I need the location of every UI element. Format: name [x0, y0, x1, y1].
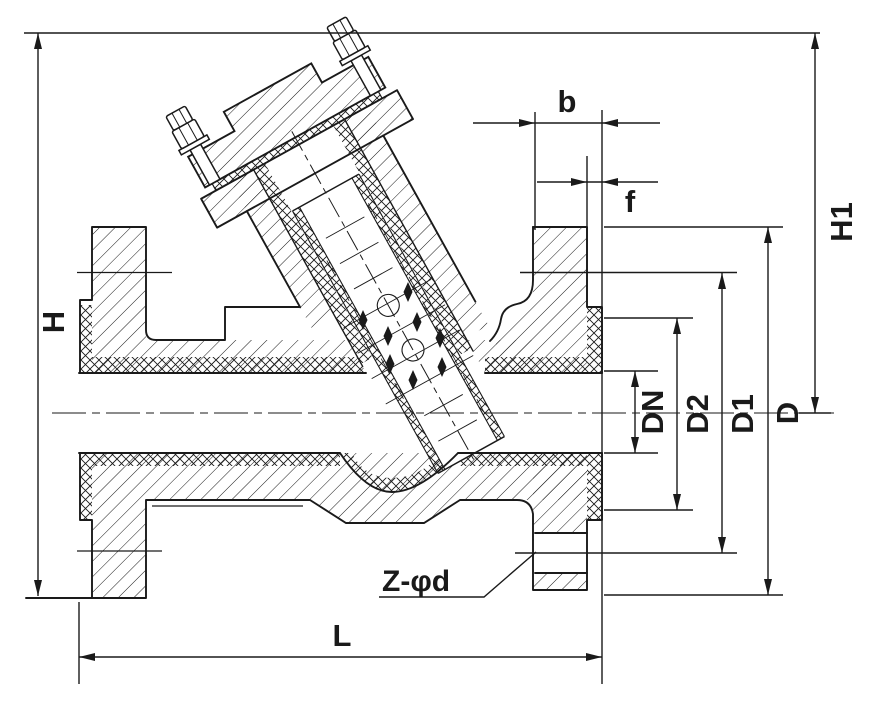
arrow-D1-top — [718, 273, 726, 289]
arrow-D-top — [764, 227, 772, 243]
arrow-b-right — [602, 119, 618, 127]
lining-bottom-left — [92, 453, 340, 466]
label-bolt-holes: Z-φd — [382, 565, 450, 598]
nut-facets — [332, 19, 349, 39]
label-D2: D2 — [680, 394, 715, 434]
arrow-H1-top — [811, 33, 819, 49]
branch-bore-walls — [252, 118, 474, 368]
sump-boss — [310, 500, 460, 523]
lining-right-face-lower — [587, 453, 602, 519]
arrow-H1-bottom — [811, 397, 819, 413]
arrow-DN-top — [631, 371, 639, 387]
right-hub-fillet — [496, 292, 533, 373]
branch-lining-right — [333, 119, 472, 355]
arrow-DN-bottom — [631, 437, 639, 453]
label-D: D — [770, 402, 805, 424]
label-b: b — [558, 84, 577, 119]
bore-lining — [80, 305, 602, 519]
arrow-b-left — [519, 119, 535, 127]
nut-facets — [178, 122, 198, 146]
arrow-H-bottom — [34, 580, 42, 596]
nut-facets — [339, 33, 359, 57]
dimension-labels: H H1 b f DN D2 D1 D L Z-φd — [36, 84, 859, 653]
screen-axis-marker — [401, 338, 425, 362]
lining-left-face-lower — [80, 453, 92, 519]
label-H: H — [36, 311, 71, 333]
arrow-L-left — [79, 653, 95, 661]
nut-facets — [171, 108, 188, 128]
lining-left-face-upper — [80, 305, 92, 373]
arrow-D1-bottom — [718, 537, 726, 553]
arrow-H-top — [34, 33, 42, 49]
left-flange-upper-outline — [79, 226, 300, 374]
branch-outlines — [165, 16, 477, 368]
lining-bottom-right — [458, 453, 587, 466]
lining-top-right — [485, 357, 587, 373]
strainer-screen — [291, 131, 505, 475]
left-flange-upper — [92, 227, 146, 373]
screen-frame-left — [292, 207, 445, 474]
label-f: f — [625, 184, 636, 219]
bolt-locknut — [165, 105, 193, 131]
lining-top-left — [92, 357, 366, 373]
right-hub-valley — [489, 226, 534, 342]
arrow-D2-bottom — [673, 494, 681, 510]
cover-bolt-lower — [165, 105, 221, 186]
arrow-D2-top — [673, 318, 681, 334]
bolt-locknut — [326, 16, 354, 42]
lining-right-face-upper — [587, 307, 602, 373]
label-H1: H1 — [824, 202, 859, 242]
detail-lines — [77, 271, 303, 552]
arrow-f-right — [602, 178, 618, 186]
branch-axis-centerline — [291, 131, 476, 463]
arrow-D-bottom — [764, 579, 772, 595]
arrow-L-right — [586, 653, 602, 661]
label-L: L — [333, 618, 352, 653]
screen-frame-edges — [292, 173, 505, 474]
bore-bottom-edge — [78, 452, 603, 493]
bolt-hole-edges — [534, 532, 588, 574]
screen-perforations — [358, 282, 447, 390]
branch-wall-left — [230, 169, 337, 331]
cover-bolt-upper — [326, 16, 382, 97]
left-flange-lower — [92, 453, 146, 598]
label-DN: DN — [635, 390, 670, 435]
dimension-arrows — [34, 33, 819, 661]
screen-axis-marker — [376, 293, 400, 317]
arrow-f-left — [571, 178, 587, 186]
bonnet-cover-plate — [188, 56, 386, 188]
label-D1: D1 — [725, 394, 760, 434]
bottom-outline — [25, 452, 603, 599]
right-flange-upper — [533, 227, 587, 373]
branch-outer-walls — [245, 134, 477, 309]
lining-sump-pocket — [340, 453, 458, 492]
branch-wall-right — [344, 106, 489, 338]
branch-lining-left — [253, 163, 373, 364]
screen-frame-right — [351, 174, 505, 441]
bolt-holes-leader — [379, 551, 537, 598]
